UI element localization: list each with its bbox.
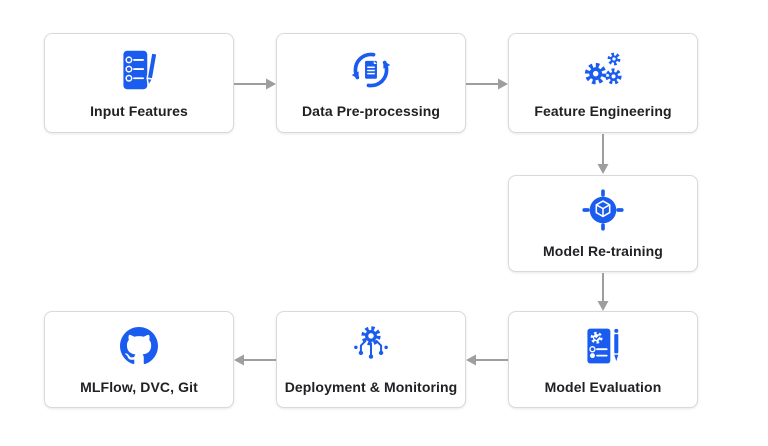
node-label: Data Pre-processing	[301, 102, 441, 119]
arrow-right-input-to-preprocessing	[234, 77, 276, 91]
arrow-left-deployment-to-mlflow	[234, 353, 276, 367]
node-mlflow-dvc-git: MLFlow, DVC, Git	[44, 311, 234, 408]
document-sync-icon	[349, 48, 393, 92]
arrow-down-retraining-to-evaluation	[596, 273, 610, 311]
node-deployment-monitoring: Deployment & Monitoring	[276, 311, 466, 408]
report-pen-icon	[581, 324, 625, 368]
node-model-retraining: Model Re-training	[508, 175, 698, 272]
checklist-pencil-icon	[117, 48, 161, 92]
node-label: Deployment & Monitoring	[284, 379, 458, 395]
node-label: Model Re-training	[543, 243, 663, 259]
node-input-features: Input Features	[44, 33, 234, 133]
node-feature-engineering: Feature Engineering	[508, 33, 698, 133]
node-label: Model Evaluation	[544, 379, 662, 395]
node-label: MLFlow, DVC, Git	[80, 379, 198, 395]
github-icon	[117, 324, 161, 368]
node-data-preprocessing: Data Pre-processing	[276, 33, 466, 133]
gear-network-icon	[349, 324, 393, 368]
node-label: Feature Engineering	[534, 102, 672, 119]
node-label: Input Features	[90, 102, 188, 119]
gears-icon	[581, 48, 625, 92]
arrow-right-preprocessing-to-engineering	[466, 77, 508, 91]
arrow-left-evaluation-to-deployment	[466, 353, 508, 367]
arrow-down-engineering-to-retraining	[596, 134, 610, 174]
cube-target-icon	[581, 188, 625, 232]
node-model-evaluation: Model Evaluation	[508, 311, 698, 408]
